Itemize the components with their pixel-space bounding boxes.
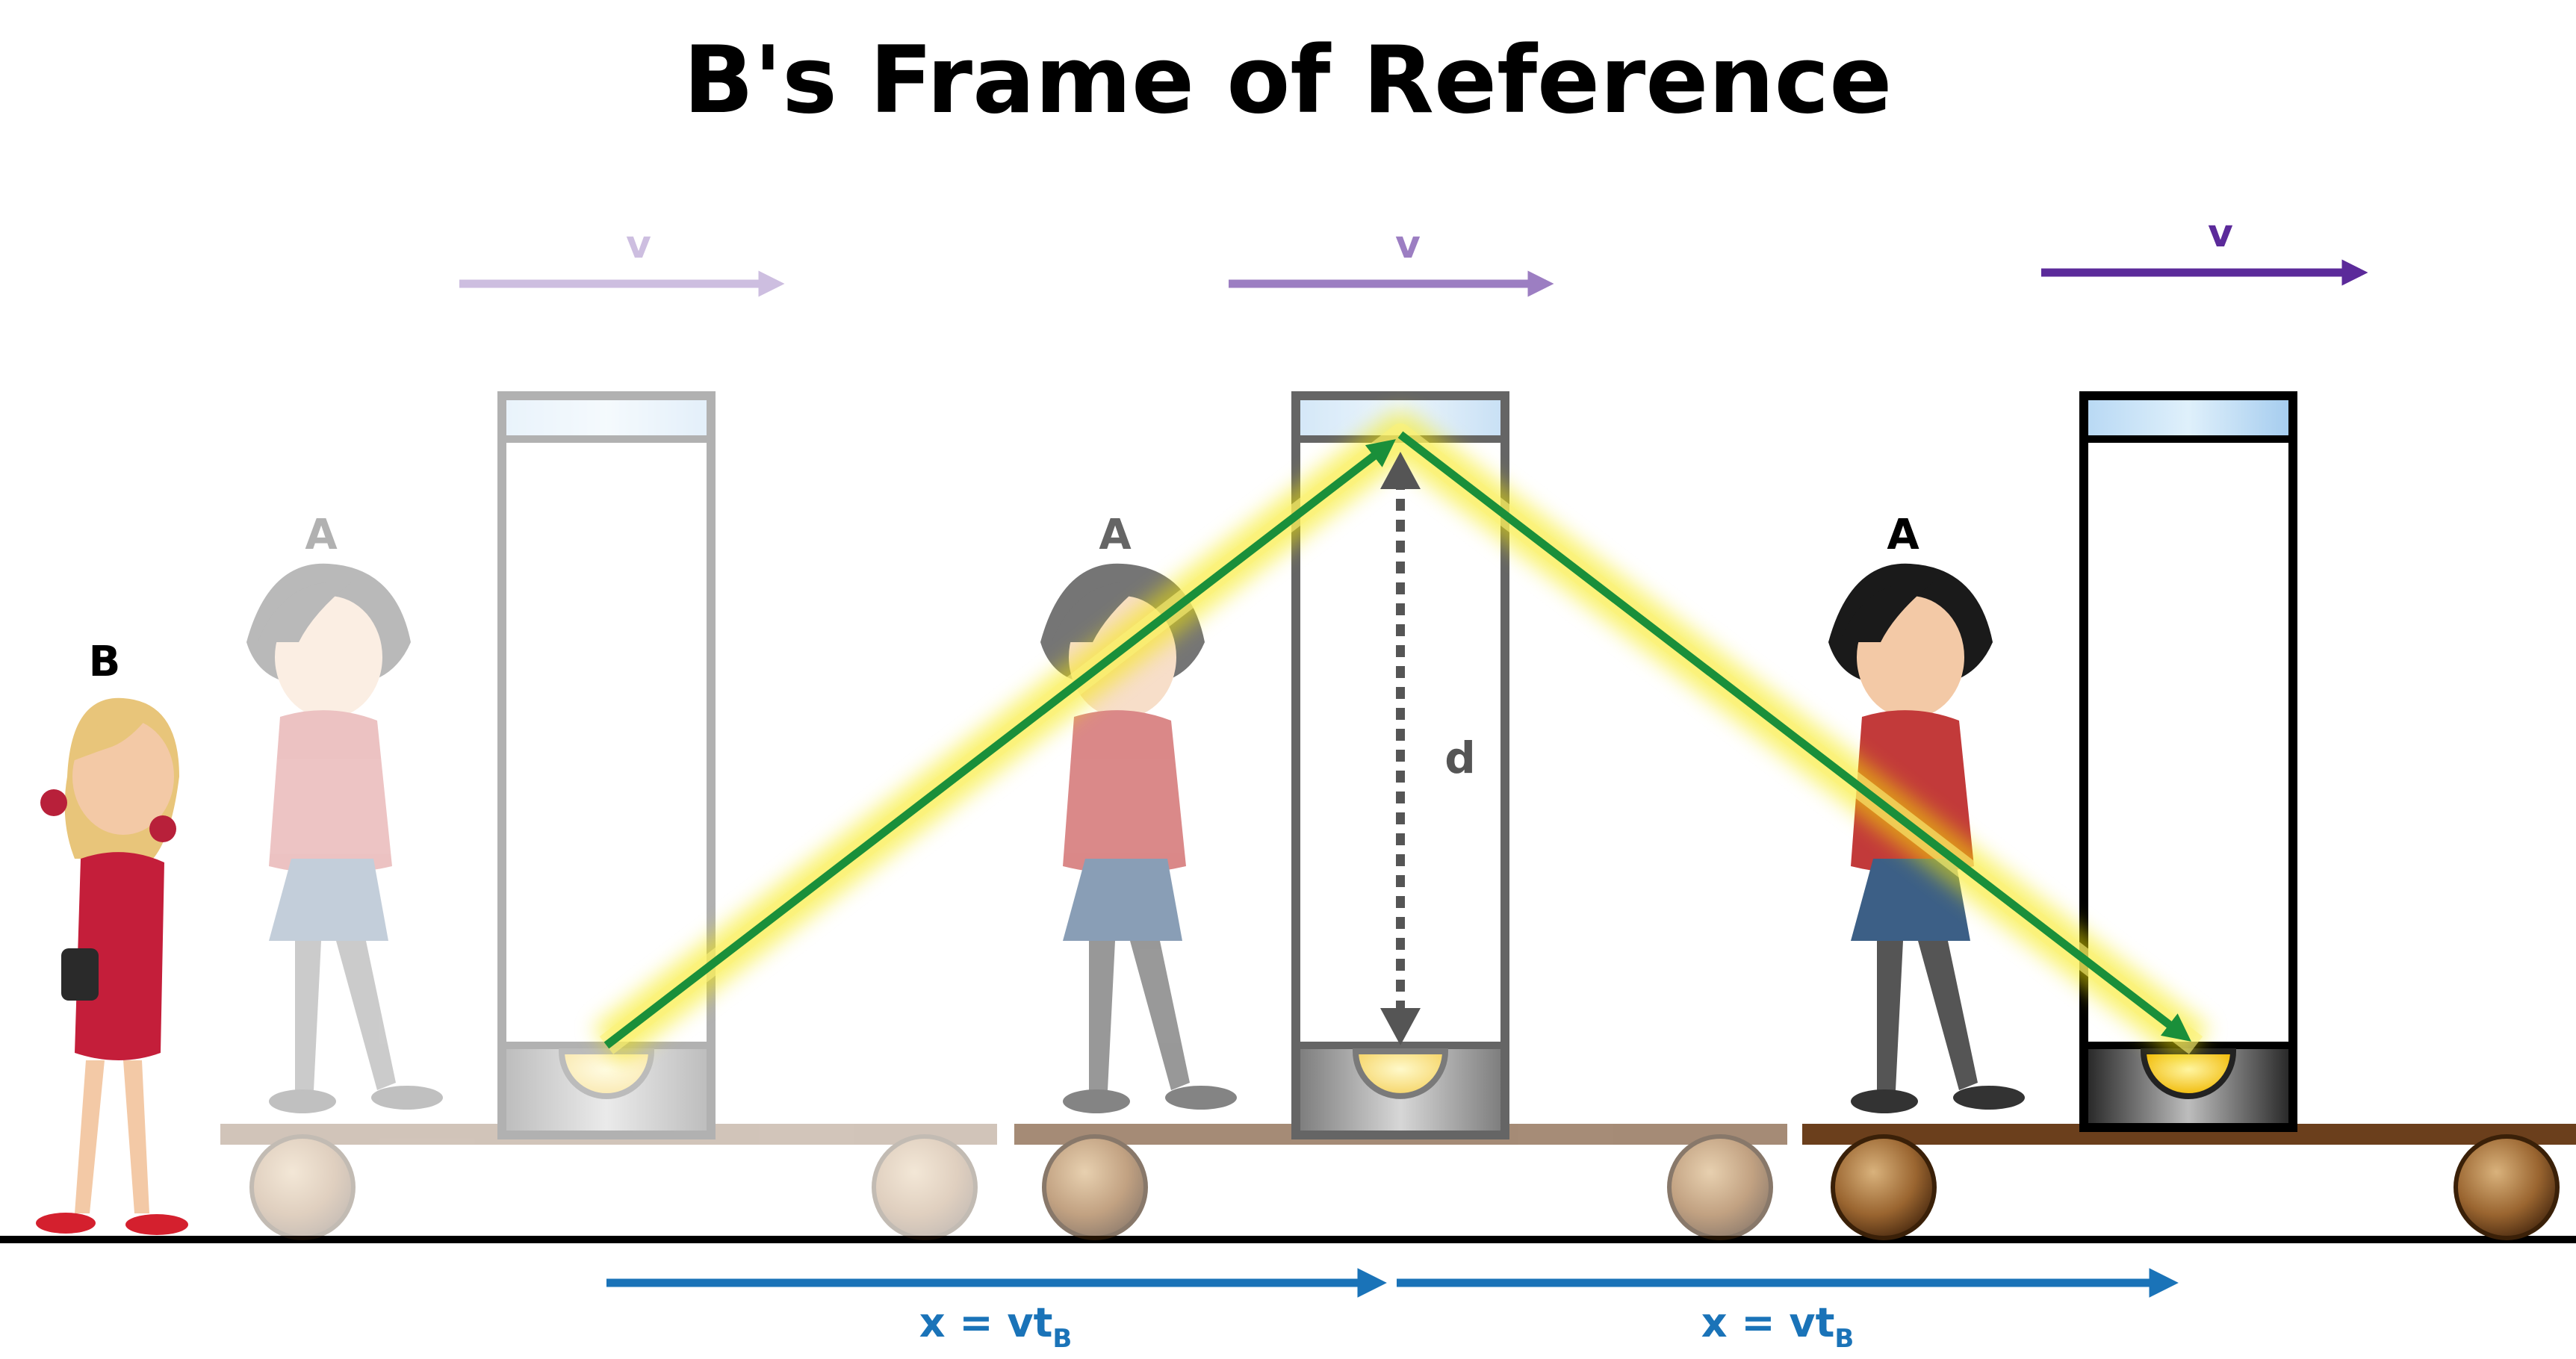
wheel: [1831, 1134, 1937, 1240]
displacement-arrows: x = vtB x = vtB: [606, 1268, 2179, 1354]
person-a-label-3: A: [1887, 511, 1919, 559]
wheel: [1042, 1134, 1148, 1240]
person-a-label-2: A: [1099, 511, 1132, 559]
velocity-label-3: v: [2208, 211, 2233, 256]
light-ray-down: [1397, 431, 2191, 1042]
displacement-sub-2: B: [1834, 1324, 1854, 1354]
light-bulb: [1352, 1048, 1449, 1099]
velocity-arrow-3: v: [2041, 211, 2368, 286]
displacement-sub-1: B: [1052, 1324, 1072, 1354]
diagram-title: B's Frame of Reference: [683, 27, 1893, 134]
light-bulb: [2140, 1048, 2237, 1099]
velocity-label-1: v: [626, 223, 651, 267]
light-path: [592, 412, 2210, 1063]
velocity-label-2: v: [1395, 223, 1421, 267]
distance-label: d: [1444, 733, 1476, 783]
cart-1: [220, 1124, 997, 1240]
displacement-label-1: x = vtB: [919, 1299, 1073, 1354]
wheel: [1667, 1134, 1773, 1240]
frame-3: v A: [1802, 211, 2576, 1240]
velocity-arrow-1: v: [459, 223, 785, 297]
light-clock-1: [497, 391, 716, 1139]
person-a-1: A: [246, 511, 443, 1113]
person-a-label-1: A: [305, 511, 338, 559]
distance-indicator: d: [1380, 452, 1476, 1045]
mirror: [506, 400, 707, 436]
light-ray-up: [603, 439, 1396, 1049]
frame-1: v A: [220, 223, 997, 1240]
cart-3: [1802, 1124, 2576, 1240]
wheel: [2454, 1134, 2560, 1240]
displacement-main-1: x = vt: [919, 1299, 1053, 1346]
light-bulb: [558, 1048, 655, 1099]
wheel: [872, 1134, 978, 1240]
person-b-label: B: [89, 638, 121, 686]
displacement-label-2: x = vtB: [1701, 1299, 1855, 1354]
mirror: [2088, 400, 2288, 436]
wheel: [249, 1134, 356, 1240]
velocity-arrow-2: v: [1229, 223, 1554, 297]
person-b: B: [36, 638, 188, 1235]
person-a-3: A: [1828, 511, 2025, 1113]
cart-2: [1014, 1124, 1787, 1240]
displacement-main-2: x = vt: [1701, 1299, 1835, 1346]
